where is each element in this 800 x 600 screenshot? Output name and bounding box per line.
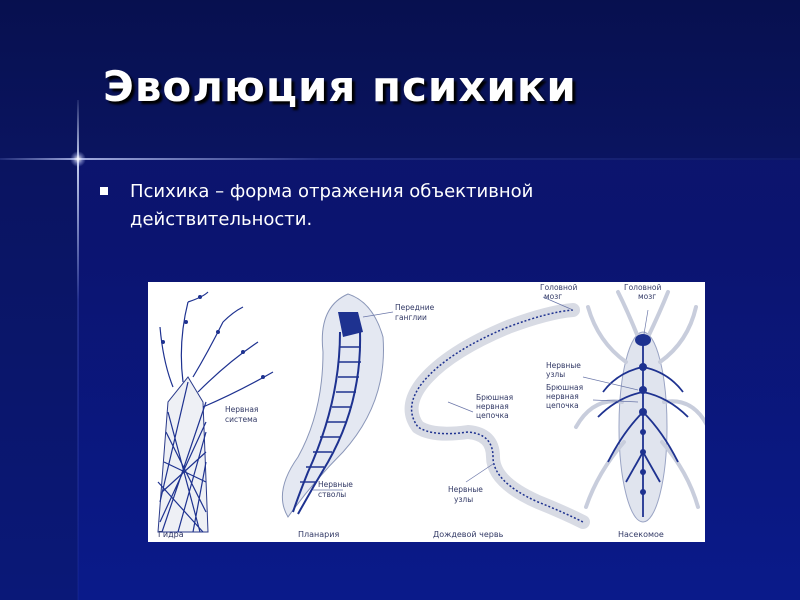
nervous-system-figure: Нервная система Передние ганглии Нервные… [148, 282, 705, 542]
hydra-nerve-label-1: Нервная [225, 405, 258, 414]
vertical-glow-line [77, 100, 79, 600]
worm-chain-label-3: цепочка [476, 411, 509, 420]
sparkle-icon [70, 151, 86, 167]
caption-planaria: Планария [298, 530, 339, 539]
worm-nodes-label-2: узлы [454, 495, 473, 504]
slide-title: Эволюция психики [103, 62, 577, 111]
insect-chain-label-1: Брюшная [546, 383, 583, 392]
planaria-ganglia-label-1: Передние [395, 303, 435, 312]
left-band [0, 160, 78, 600]
worm-nodes-label-1: Нервные [448, 485, 483, 494]
worm-brain-label-2: мозг [544, 292, 562, 301]
bullet-text: Психика – форма отражения объективной де… [130, 181, 534, 230]
hydra-nerve-label-2: система [225, 415, 257, 424]
hydra-drawing [157, 291, 274, 533]
worm-chain-label-1: Брюшная [476, 393, 513, 402]
caption-insect: Насекомое [618, 530, 664, 539]
caption-worm: Дождевой червь [433, 530, 504, 539]
insect-brain-label-1: Головной [624, 283, 661, 292]
planaria-trunks-label-1: Нервные [318, 480, 353, 489]
planaria-ganglia-label-2: ганглии [395, 313, 427, 322]
planaria-drawing [281, 293, 394, 518]
insect-brain-label-2: мозг [638, 292, 656, 301]
insect-chain-label-3: цепочка [546, 401, 579, 410]
planaria-trunks-label-2: стволы [318, 490, 346, 499]
horizontal-glow-line [0, 158, 800, 160]
insect-nodes-label-1: Нервные [546, 361, 581, 370]
caption-hydra: Гидра [158, 530, 184, 539]
insect-nodes-label-2: узлы [546, 370, 565, 379]
nervous-system-illustration: Нервная система Передние ганглии Нервные… [157, 283, 705, 539]
earthworm-drawing [404, 296, 590, 529]
insect-drawing [574, 290, 705, 523]
bullet-square-icon [100, 187, 108, 195]
worm-brain-label-1: Головной [540, 283, 577, 292]
insect-chain-label-2: нервная [546, 392, 579, 401]
header-band [0, 0, 800, 160]
worm-chain-label-2: нервная [476, 402, 509, 411]
